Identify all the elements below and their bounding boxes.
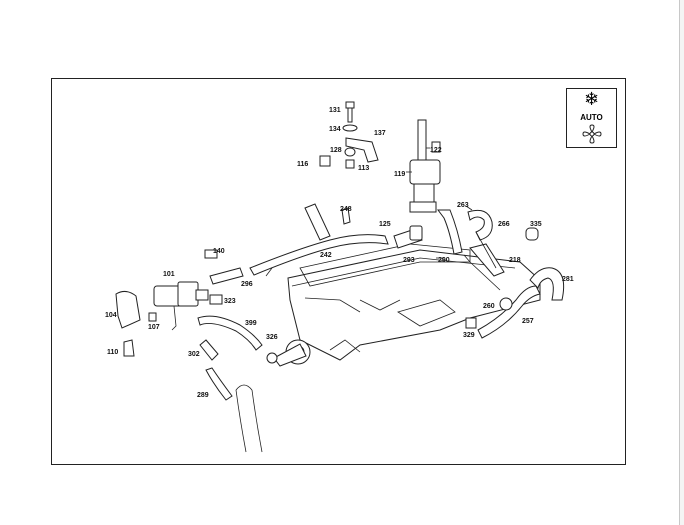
label-266: 266 xyxy=(498,221,510,228)
bolt-248 xyxy=(341,207,351,225)
window-scrollbar[interactable] xyxy=(679,0,684,525)
part-labels: 131 134 137 128 122 116 113 119 248 263 … xyxy=(105,107,574,399)
snowflake-icon: ❄ xyxy=(583,89,600,110)
part-323 xyxy=(209,294,223,305)
pipe-218 xyxy=(469,243,505,277)
label-329: 329 xyxy=(463,332,475,339)
label-399: 399 xyxy=(245,320,257,327)
pump-pulley xyxy=(266,339,311,367)
valve-101 xyxy=(153,281,209,331)
part-107 xyxy=(148,312,157,322)
label-263: 263 xyxy=(457,202,469,209)
label-326: 326 xyxy=(266,334,278,341)
label-296: 296 xyxy=(241,281,253,288)
label-119: 119 xyxy=(394,171,405,178)
cap-335 xyxy=(525,227,539,241)
clip-140 xyxy=(204,249,218,259)
part-260 xyxy=(499,297,513,311)
label-137: 137 xyxy=(374,130,386,137)
label-302: 302 xyxy=(188,351,200,358)
label-257: 257 xyxy=(522,318,534,325)
label-116: 116 xyxy=(297,161,308,168)
label-110: 110 xyxy=(107,349,118,356)
part-329 xyxy=(465,317,477,329)
label-293: 293 xyxy=(403,257,415,264)
hose-266 xyxy=(467,209,493,241)
hose-399 xyxy=(197,315,263,351)
label-248: 248 xyxy=(340,206,352,213)
hose-289 xyxy=(205,367,233,401)
label-242: 242 xyxy=(320,252,332,259)
bracket xyxy=(304,203,331,241)
auto-mode-label: AUTO xyxy=(580,113,603,122)
hose-302 xyxy=(199,339,219,361)
label-289: 289 xyxy=(197,392,209,399)
label-101: 101 xyxy=(163,271,175,278)
label-131: 131 xyxy=(329,107,341,114)
bolt-stack xyxy=(319,101,379,169)
climate-auto-badge: ❄ AUTO xyxy=(566,88,617,148)
label-122: 122 xyxy=(430,147,442,154)
hose-263 xyxy=(437,209,463,255)
label-107: 107 xyxy=(148,324,160,331)
hose-281 xyxy=(529,267,565,301)
part-125 xyxy=(409,225,423,241)
label-218: 218 xyxy=(509,257,521,264)
label-140: 140 xyxy=(213,248,225,255)
label-128: 128 xyxy=(330,147,342,154)
label-323: 323 xyxy=(224,298,236,305)
bolt-110 xyxy=(123,339,135,357)
bracket-104 xyxy=(115,290,141,329)
leader-lines xyxy=(265,147,473,277)
hose-242 xyxy=(249,234,389,276)
label-290: 290 xyxy=(438,257,450,264)
label-113: 113 xyxy=(358,165,369,172)
label-335: 335 xyxy=(530,221,542,228)
fan-icon xyxy=(582,124,602,144)
label-125: 125 xyxy=(379,221,391,228)
diagram-frame xyxy=(51,78,626,465)
label-281: 281 xyxy=(562,276,574,283)
label-134: 134 xyxy=(329,126,341,133)
hose-296 xyxy=(209,267,244,285)
label-104: 104 xyxy=(105,312,117,319)
label-260: 260 xyxy=(483,303,495,310)
thermostat-119 xyxy=(409,119,441,213)
